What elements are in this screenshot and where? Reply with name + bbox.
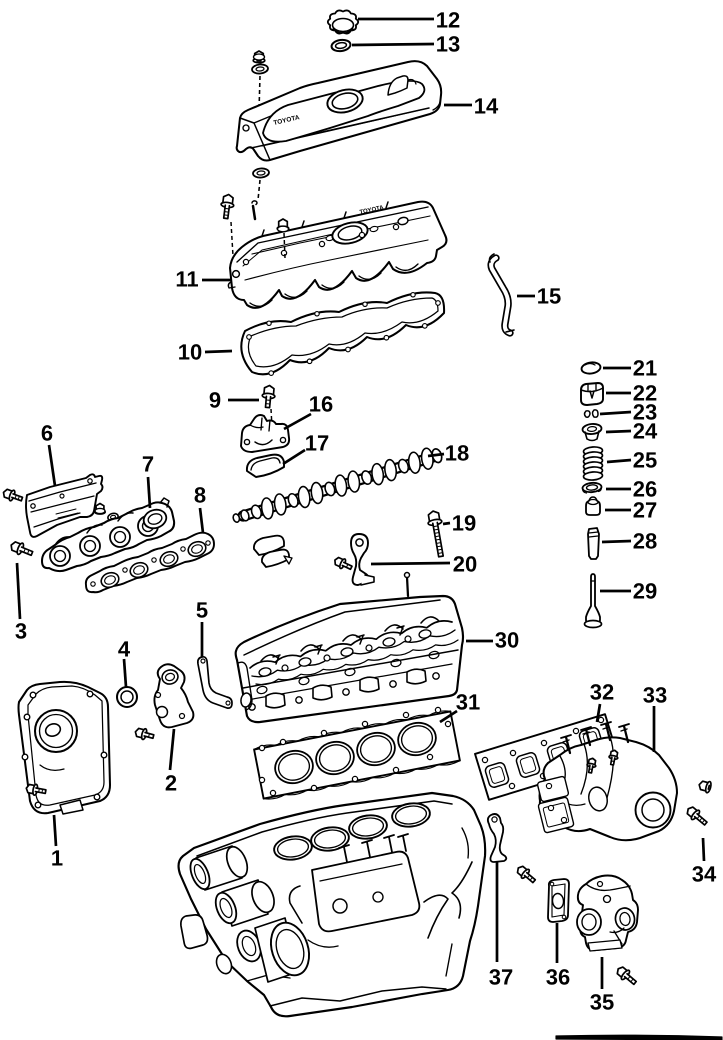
svg-text:11: 11 [175,266,198,291]
svg-text:29: 29 [633,578,657,603]
svg-text:TOYOTA: TOYOTA [359,205,385,216]
svg-text:6: 6 [41,420,53,445]
svg-text:2: 2 [165,770,177,795]
svg-text:31: 31 [456,689,480,714]
svg-text:35: 35 [590,989,614,1014]
svg-text:25: 25 [633,447,657,472]
svg-text:14: 14 [474,93,499,118]
svg-text:34: 34 [692,861,717,886]
svg-text:36: 36 [546,964,570,989]
svg-text:15: 15 [537,283,561,308]
svg-text:7: 7 [142,451,154,476]
svg-text:9: 9 [209,387,221,412]
svg-text:32: 32 [590,679,614,704]
svg-text:10: 10 [178,339,202,364]
svg-text:3: 3 [15,618,27,643]
svg-text:16: 16 [309,391,333,416]
svg-text:27: 27 [633,497,657,522]
svg-text:26: 26 [633,476,657,501]
svg-text:24: 24 [633,418,658,443]
svg-text:19: 19 [452,510,476,535]
svg-text:1: 1 [51,845,63,870]
svg-text:28: 28 [633,528,657,553]
svg-text:4: 4 [118,636,131,661]
svg-text:33: 33 [643,682,667,707]
svg-text:23: 23 [633,399,657,424]
svg-text:30: 30 [495,627,519,652]
svg-text:22: 22 [633,380,657,405]
svg-text:12: 12 [436,7,460,32]
svg-text:17: 17 [305,430,329,455]
svg-text:21: 21 [633,355,657,380]
svg-text:13: 13 [436,31,460,56]
svg-text:5: 5 [196,597,208,622]
svg-text:37: 37 [489,964,513,989]
svg-text:20: 20 [453,551,477,576]
svg-text:18: 18 [445,440,469,465]
svg-text:8: 8 [194,482,206,507]
